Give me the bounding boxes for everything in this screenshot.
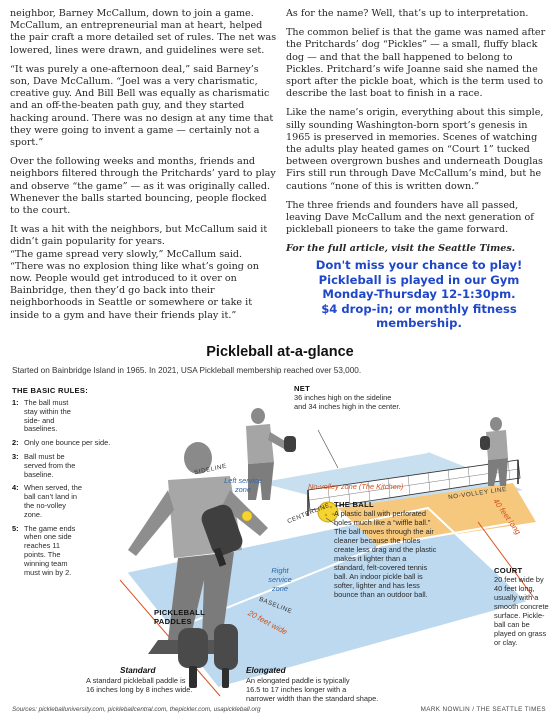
- elongated-text: An elongated paddle is typically: [246, 676, 350, 685]
- paddle-in-hand: [201, 504, 243, 567]
- article-right-column: As for the name? Well, that’s up to inte…: [286, 8, 550, 263]
- promo-line: Monday-Thursday 12-1:30pm.: [322, 287, 516, 302]
- rule-item: 2: Only one bounce per side.: [12, 438, 130, 448]
- article-paragraph: The three friends and founders have all …: [286, 199, 534, 236]
- ball-text: The ball moves through the air: [334, 527, 434, 536]
- net-text: and 34 inches high in the center.: [294, 402, 401, 411]
- ball-text: A plastic ball with perforated: [334, 509, 427, 518]
- infographic-subtitle: Started on Bainbridge Island in 1965. In…: [12, 366, 362, 375]
- kitchen-label: No-volley zone (The Kitchen): [308, 482, 404, 491]
- ball-text: create less drag and the plastic: [334, 545, 437, 554]
- ball-text: makes it lighter than a: [334, 554, 407, 563]
- court-illustration: [119, 408, 536, 697]
- court-callout: COURT 20 feet wide by 40 feet long, usua…: [494, 566, 552, 647]
- standard-heading: Standard: [120, 666, 156, 675]
- promo-line: membership.: [376, 316, 462, 331]
- rule-item: 1: The ball must stay within the side- a…: [12, 398, 130, 434]
- rules-heading: THE BASIC RULES:: [12, 386, 89, 395]
- ball-text: bounce than an outdoor ball.: [334, 590, 428, 599]
- paddle-small-left: [284, 436, 296, 452]
- elongated-paddle: [214, 624, 238, 688]
- pickleball-infographic: Pickleball at-a-glance Started on Bainbr…: [8, 340, 552, 720]
- paddle-small-right: [480, 436, 490, 450]
- court-text: or clay.: [494, 638, 518, 647]
- net-text: 36 inches high on the sideline: [294, 393, 392, 402]
- article-left-column: neighbor, Barney McCallum, down to join …: [10, 8, 278, 329]
- article-paragraph: The common belief is that the game was n…: [286, 27, 546, 100]
- court-text: 40 feet long,: [494, 584, 535, 593]
- net: [307, 459, 521, 516]
- sources-line: Sources: pickleballuniversity.com, pickl…: [12, 706, 261, 713]
- court-text: ball can be: [494, 620, 530, 629]
- basic-rules: THE BASIC RULES: 1: The ball must stay w…: [12, 386, 130, 582]
- rule-number: 1:: [12, 398, 19, 407]
- promo-line: Pickleball is played in our Gym: [318, 272, 520, 287]
- standard-text: A standard pickleball paddle is: [86, 676, 186, 685]
- ball-text: softer, lighter and has less: [334, 581, 420, 590]
- right-service-text: zone: [271, 584, 289, 593]
- kitchen-zone: [338, 483, 536, 546]
- rule-number: 3:: [12, 451, 19, 461]
- ball-text: cleaner because the holes: [334, 536, 421, 545]
- article-paragraph: “The game spread very slowly,” McCallum …: [10, 248, 259, 321]
- net-callout: NET 36 inches high on the sideline and 3…: [294, 384, 400, 411]
- article-paragraph: Over the following weeks and months, fri…: [10, 156, 276, 217]
- article-paragraph: “It was purely a one-afternoon deal,” sa…: [10, 63, 274, 149]
- rule-item: 3: Ball must be served from the baseline…: [12, 451, 130, 479]
- left-service-zone-label: Left service zone: [208, 476, 278, 494]
- left-service-text: zone: [234, 485, 252, 494]
- rule-number: 4:: [12, 483, 19, 493]
- elongated-paddle-callout: Elongated An elongated paddle is typical…: [246, 666, 426, 703]
- rule-text: The ball must stay within the side- and …: [24, 398, 71, 434]
- standard-text: 16 inches long by 8 inches wide.: [86, 685, 193, 694]
- court-text: usually with a: [494, 593, 539, 602]
- rule-text: When served, the ball can’t land in the …: [24, 483, 82, 519]
- ball-heading: THE BALL: [334, 500, 374, 509]
- player-background-right: [486, 417, 508, 486]
- paddles-heading: PICKLEBALL: [154, 608, 206, 617]
- rule-item: 5: The game ends when one side reaches 1…: [12, 523, 130, 578]
- ball-callout: THE BALL A plastic ball with perforated …: [334, 500, 446, 599]
- standard-paddle-callout: Standard A standard pickleball paddle is…: [86, 666, 224, 694]
- ball-text: holes much like a “wiffle ball.”: [334, 518, 431, 527]
- paddles-callout: PICKLEBALL PADDLES: [154, 608, 205, 626]
- rule-text: Only one bounce per side.: [24, 438, 111, 448]
- left-service-text: Left service: [224, 476, 262, 485]
- court-text: smooth concrete: [494, 602, 549, 611]
- rule-item: 4: When served, the ball can’t land in t…: [12, 483, 130, 519]
- paddles-heading: PADDLES: [154, 617, 192, 626]
- infographic-title: Pickleball at-a-glance: [206, 344, 354, 360]
- article-paragraph: As for the name? Well, that’s up to inte…: [286, 8, 529, 19]
- graphic-credit: MARK NOWLIN / THE SEATTLE TIMES: [420, 706, 546, 713]
- full-article-link[interactable]: For the full article, visit the Seattle …: [286, 243, 516, 255]
- right-service-text: Right: [271, 566, 289, 575]
- ball-text: standard, felt-covered tennis: [334, 563, 428, 572]
- article-paragraph: It was a hit with the neighbors, but McC…: [10, 224, 268, 248]
- ball-text: ball. An indoor pickle ball is: [334, 572, 423, 581]
- right-service-text: service: [268, 575, 292, 584]
- rule-number: 2:: [12, 438, 19, 448]
- promo-line: Don't miss your chance to play!: [315, 258, 523, 272]
- ball-illustration: [241, 501, 339, 523]
- court-heading: COURT: [494, 566, 523, 575]
- promo-line: $4 drop-in; or monthly fitness: [321, 301, 517, 316]
- net-heading: NET: [294, 384, 311, 393]
- article-paragraph: neighbor, Barney McCallum, down to join …: [10, 8, 277, 56]
- elongated-text: 16.5 to 17 inches longer with a: [246, 685, 347, 694]
- elongated-text: narrower width than the standard shape.: [246, 694, 379, 703]
- callout-lines: [317, 429, 339, 527]
- rule-number: 5:: [12, 523, 19, 533]
- court-text: surface. Pickle-: [494, 611, 545, 620]
- elongated-heading: Elongated: [246, 666, 286, 675]
- court-text: played on grass: [494, 629, 547, 638]
- article-paragraph: Like the name’s origin, everything about…: [286, 107, 544, 192]
- player-background-left: [246, 408, 290, 500]
- right-service-zone-label: Right service zone: [260, 566, 300, 593]
- rule-text: The game ends when one side reaches 11 p…: [24, 523, 76, 577]
- rule-text: Ball must be served from the baseline.: [24, 451, 76, 479]
- gym-promo: Don't miss your chance to play! Pickleba…: [288, 258, 550, 331]
- standard-paddle: [178, 628, 208, 688]
- court-text: 20 feet wide by: [494, 575, 544, 584]
